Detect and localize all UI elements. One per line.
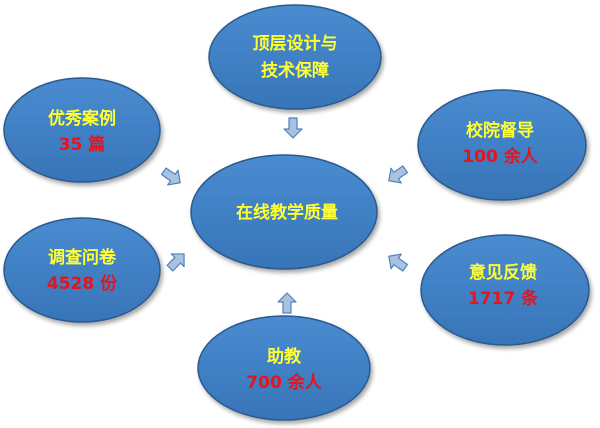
- node-bottom-ellipse: [197, 315, 371, 421]
- node-top-right-ellipse: [417, 89, 587, 201]
- node-top-right-label: 校院督导: [466, 120, 534, 141]
- arrow-from-bottom: [277, 292, 297, 314]
- node-mid-left-label: 调查问卷: [48, 247, 117, 268]
- arrow-from-top-right: [388, 165, 409, 184]
- node-top-line1: 顶层设计与: [253, 33, 338, 54]
- node-top-left-label: 优秀案例: [48, 108, 116, 129]
- node-top-ellipse: [208, 4, 382, 110]
- arrow-from-mid-left: [166, 253, 185, 272]
- arrow-from-top: [283, 117, 303, 139]
- node-mid-right-ellipse: [420, 234, 590, 346]
- node-top-left-value: 35 篇: [59, 134, 106, 155]
- node-top-right-value: 100 余人: [462, 146, 538, 167]
- node-mid-right-value: 1717 条: [468, 288, 539, 309]
- node-top-line2: 技术保障: [261, 60, 329, 81]
- node-center-ellipse: [190, 154, 378, 270]
- node-center-label: 在线教学质量: [236, 202, 338, 223]
- node-mid-left-ellipse: [3, 217, 161, 323]
- arrow-from-top-left: [160, 167, 181, 186]
- arrow-from-mid-right: [388, 253, 409, 272]
- node-mid-left-value: 4528 份: [47, 273, 118, 294]
- node-mid-right-label: 意见反馈: [469, 262, 537, 283]
- node-bottom-label: 助教: [267, 346, 302, 367]
- node-top-left-ellipse: [3, 77, 161, 183]
- node-bottom-value: 700 余人: [246, 372, 322, 393]
